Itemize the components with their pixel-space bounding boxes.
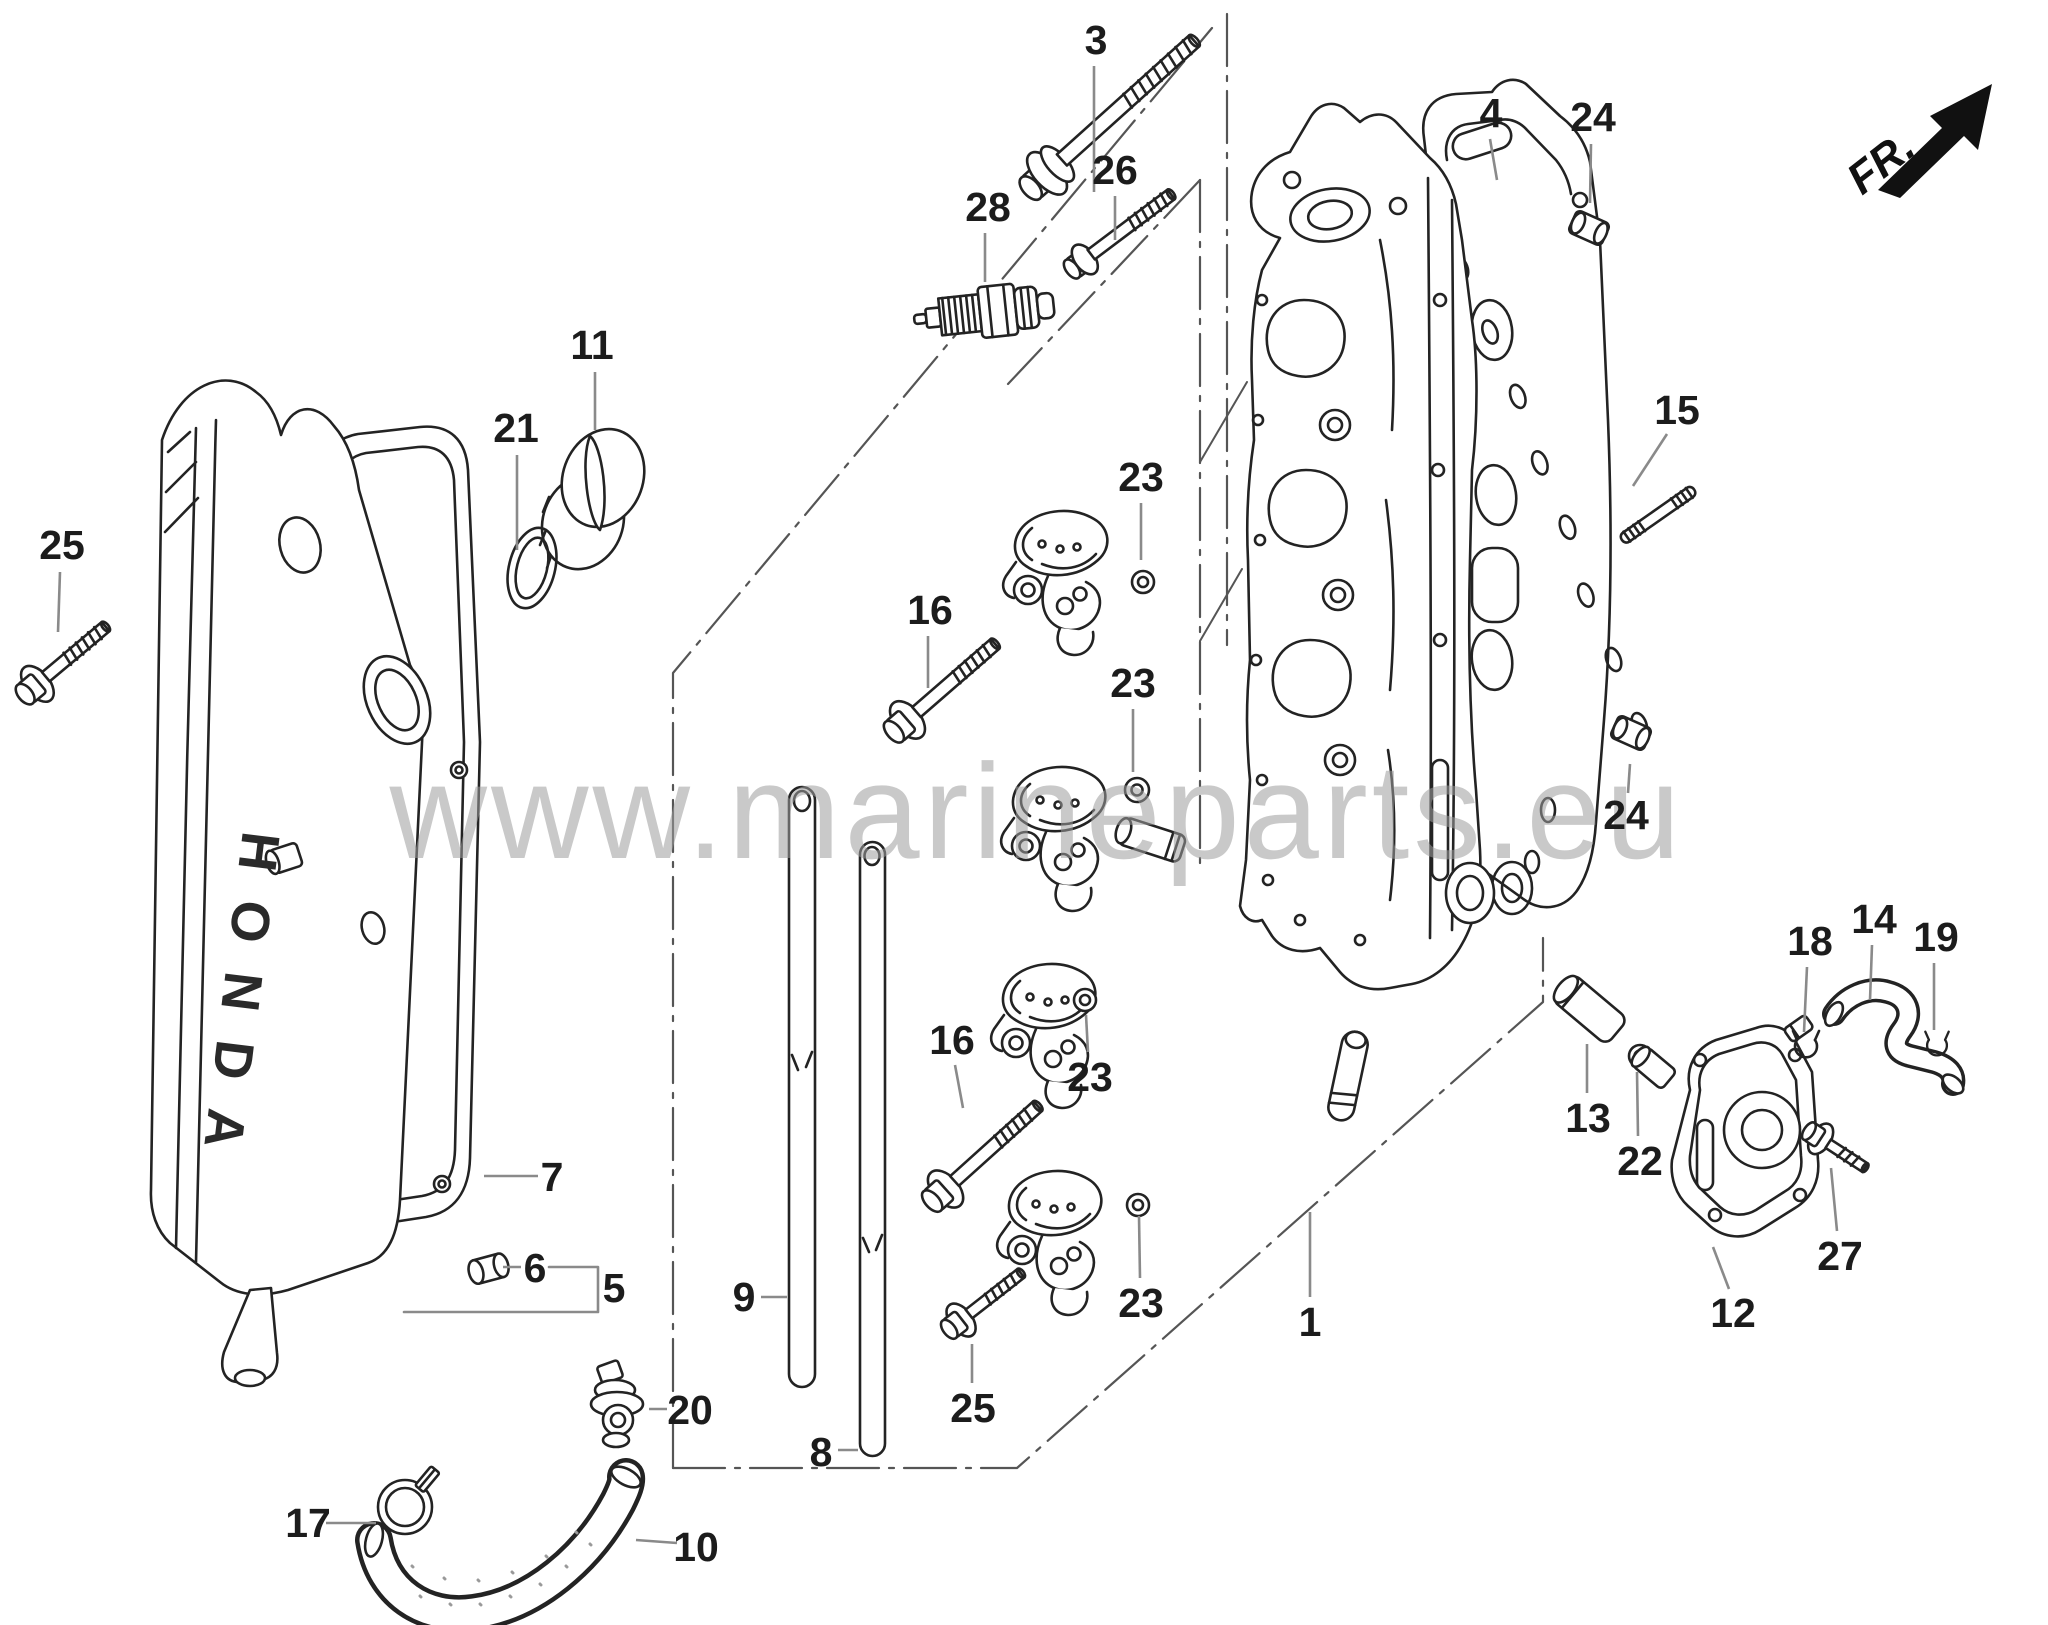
plane-hatch-ticks bbox=[1199, 381, 1248, 642]
leader-line-27 bbox=[1829, 1167, 1839, 1232]
leader-line-15 bbox=[1631, 433, 1669, 487]
leader-line-24 bbox=[1626, 763, 1632, 794]
grommet-6 bbox=[467, 1252, 510, 1286]
part-label-20[interactable]: 20 bbox=[667, 1387, 713, 1433]
bolt-3 bbox=[1018, 33, 1202, 202]
fuel-pipe-13 bbox=[1552, 974, 1626, 1043]
assembly-plane-lines bbox=[671, 12, 1545, 1470]
part-label-6[interactable]: 6 bbox=[524, 1245, 547, 1291]
valve-adjuster-23b bbox=[1123, 776, 1151, 804]
part-label-17[interactable]: 17 bbox=[285, 1500, 331, 1546]
rocker-arm-assembly-4 bbox=[995, 1169, 1103, 1317]
leader-line-18 bbox=[1802, 966, 1809, 1033]
part-label-21[interactable]: 21 bbox=[493, 405, 539, 451]
leader-line-16 bbox=[953, 1064, 965, 1109]
leader-line-12 bbox=[1711, 1246, 1731, 1290]
spark-plug bbox=[912, 282, 1056, 339]
leader-line-4 bbox=[1488, 138, 1499, 181]
push-rod-8 bbox=[858, 840, 887, 1458]
part-label-15[interactable]: 15 bbox=[1654, 387, 1700, 433]
oil-filler-cap bbox=[538, 427, 646, 571]
rocker-arm-assembly-1 bbox=[1001, 509, 1109, 657]
bolt-25-bottom bbox=[939, 1267, 1027, 1341]
part-label-13[interactable]: 13 bbox=[1565, 1095, 1611, 1141]
part-label-24[interactable]: 24 bbox=[1603, 792, 1649, 838]
part-label-3[interactable]: 3 bbox=[1085, 17, 1108, 63]
bolt-25-left bbox=[14, 620, 112, 706]
bolt-16b bbox=[920, 1099, 1044, 1214]
fr-arrow-icon bbox=[1878, 84, 1992, 198]
part-label-28[interactable]: 28 bbox=[965, 184, 1011, 230]
part-label-10[interactable]: 10 bbox=[673, 1524, 719, 1570]
bolt-26 bbox=[1062, 187, 1177, 280]
leader-line-23 bbox=[1084, 1014, 1090, 1053]
part-label-16[interactable]: 16 bbox=[907, 587, 953, 633]
fr-label: FR. bbox=[1838, 122, 1924, 204]
bolt-16a bbox=[882, 637, 1002, 744]
part-label-1[interactable]: 1 bbox=[1299, 1299, 1322, 1345]
part-label-14[interactable]: 14 bbox=[1851, 896, 1897, 942]
part-label-19[interactable]: 19 bbox=[1913, 914, 1959, 960]
part-label-24[interactable]: 24 bbox=[1570, 94, 1616, 140]
o-ring-21 bbox=[506, 526, 558, 610]
fr-orientation: FR. bbox=[1838, 84, 1992, 204]
stud-15 bbox=[1619, 485, 1697, 544]
fuel-hose-14 bbox=[1822, 978, 1966, 1096]
part-label-18[interactable]: 18 bbox=[1787, 918, 1833, 964]
part-label-23[interactable]: 23 bbox=[1118, 454, 1164, 500]
leader-line-10 bbox=[635, 1538, 678, 1545]
part-label-25[interactable]: 25 bbox=[950, 1385, 996, 1431]
valve-adjuster-23d bbox=[1125, 1192, 1151, 1218]
part-label-11[interactable]: 11 bbox=[570, 322, 613, 368]
part-label-9[interactable]: 9 bbox=[733, 1274, 756, 1320]
push-rod-9 bbox=[787, 785, 817, 1389]
joint-20 bbox=[589, 1359, 645, 1449]
cylinder-head bbox=[1238, 102, 1496, 991]
part-label-12[interactable]: 12 bbox=[1710, 1290, 1756, 1336]
leader-line-25 bbox=[56, 571, 62, 633]
part-label-25[interactable]: 25 bbox=[39, 522, 85, 568]
pivot-pin bbox=[1114, 816, 1187, 863]
part-label-5[interactable]: 5 bbox=[603, 1265, 626, 1311]
valve-adjuster-23a bbox=[1130, 569, 1156, 595]
valve-adjuster-23c bbox=[1072, 987, 1098, 1013]
watermark-text: www.marineparts.eu bbox=[389, 736, 1685, 887]
part-label-23[interactable]: 23 bbox=[1067, 1054, 1113, 1100]
leader-line-22 bbox=[1635, 1071, 1640, 1137]
part-label-22[interactable]: 22 bbox=[1617, 1138, 1663, 1184]
callout-bracket-5 bbox=[402, 1265, 600, 1314]
part-label-16[interactable]: 16 bbox=[929, 1017, 975, 1063]
leader-line-23 bbox=[1137, 1215, 1142, 1279]
part-label-27[interactable]: 27 bbox=[1817, 1233, 1863, 1279]
leader-line-24 bbox=[1588, 143, 1593, 204]
fuel-pump-12 bbox=[1630, 1014, 1820, 1238]
valve-lash-pin bbox=[1327, 1030, 1369, 1122]
hose-clamp-17 bbox=[376, 1465, 441, 1536]
part-label-4[interactable]: 4 bbox=[1480, 90, 1503, 136]
part-label-8[interactable]: 8 bbox=[810, 1429, 833, 1475]
valve-cover bbox=[149, 379, 432, 1388]
leader-line-14 bbox=[1868, 944, 1874, 1001]
bolt-27 bbox=[1800, 1121, 1870, 1174]
part-label-23[interactable]: 23 bbox=[1110, 660, 1156, 706]
part-label-26[interactable]: 26 bbox=[1092, 147, 1138, 193]
breather-hose-10 bbox=[355, 1458, 646, 1625]
part-label-7[interactable]: 7 bbox=[541, 1154, 564, 1200]
part-label-23[interactable]: 23 bbox=[1118, 1280, 1164, 1326]
